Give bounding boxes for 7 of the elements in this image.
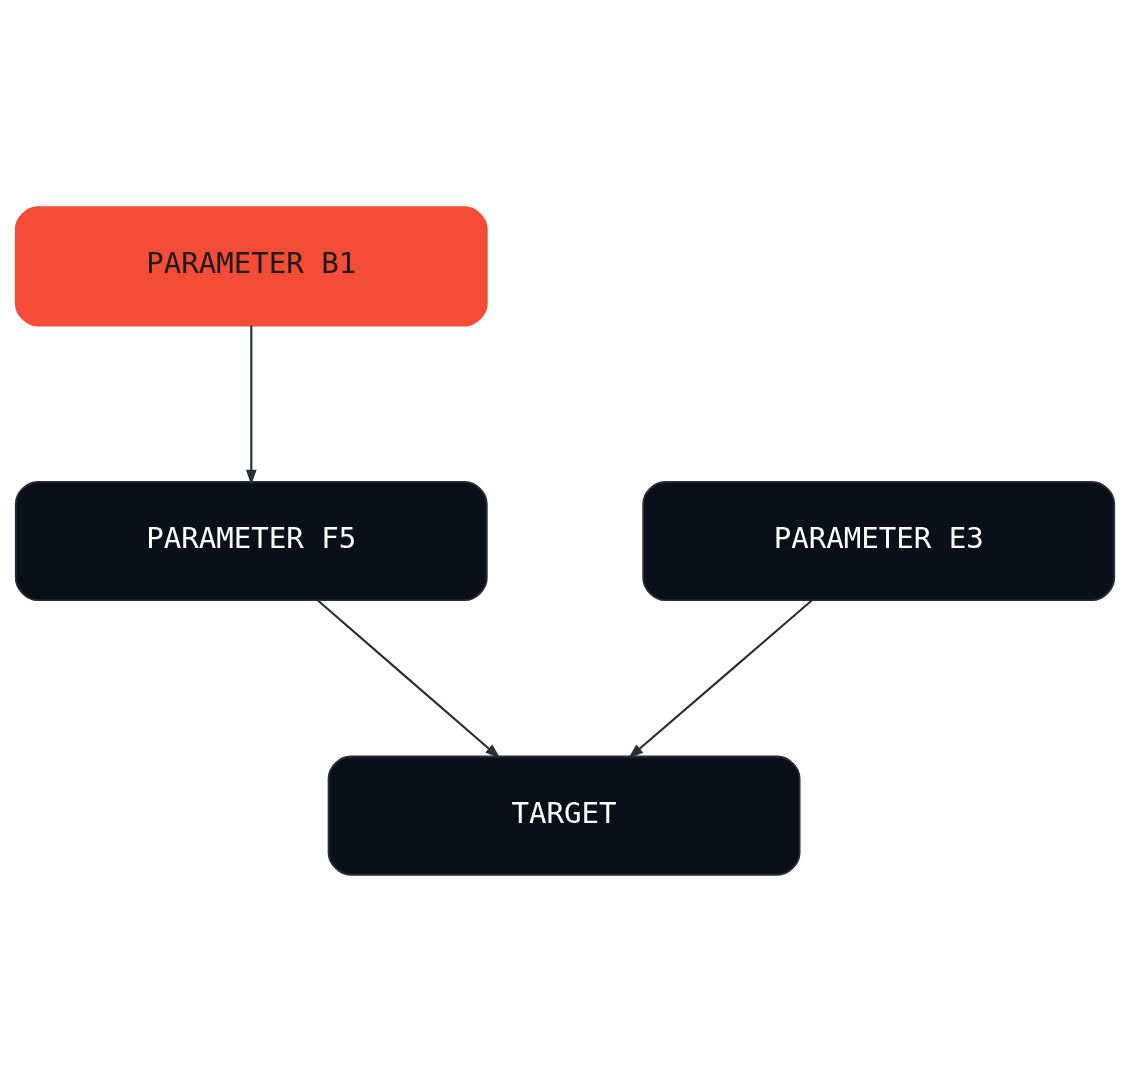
node-box: PARAMETER F5	[14, 480, 488, 601]
arrow	[628, 599, 813, 759]
arrow	[245, 325, 257, 486]
arrow	[316, 599, 501, 759]
node-box: PARAMETER E3	[642, 480, 1116, 601]
node-box: PARAMETER B1	[14, 206, 488, 327]
node-box: TARGET	[327, 755, 801, 876]
